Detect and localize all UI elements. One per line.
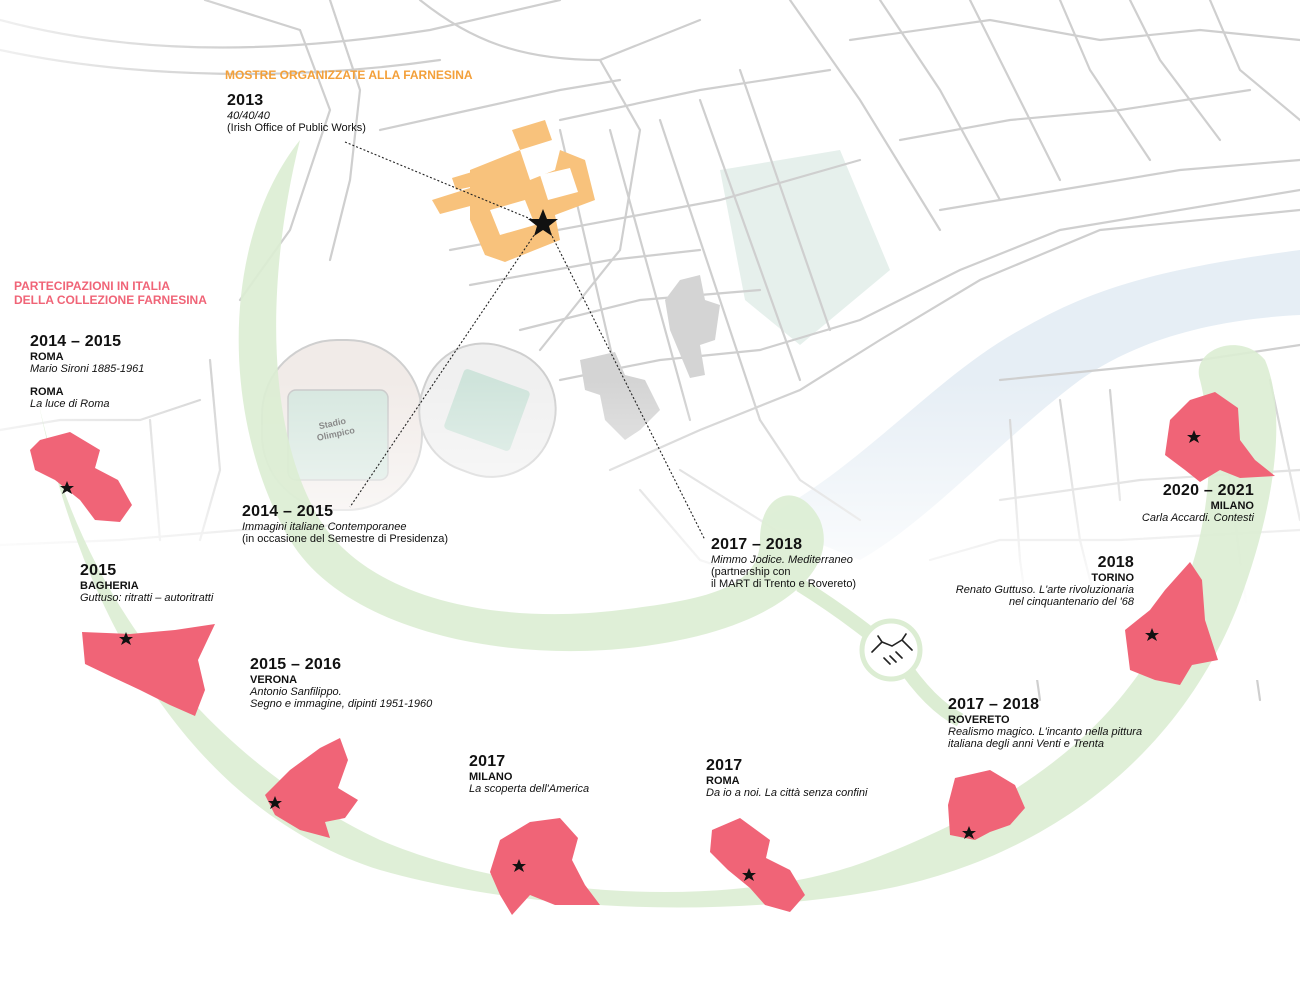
star-icon <box>119 632 133 645</box>
event-city: VERONA <box>250 674 298 686</box>
star-icon <box>962 826 976 839</box>
italy-event-2017-roma: 2017 ROMA Da io a noi. La città senza co… <box>706 757 867 799</box>
event-title: Mimmo Jodice. Mediterraneo <box>711 554 853 566</box>
region-sicilia <box>82 624 215 716</box>
event-year: 2020 – 2021 <box>1162 482 1254 499</box>
event-city: MILANO <box>1210 500 1254 512</box>
farnesina-event-2013: 2013 40/40/40 (Irish Office of Public Wo… <box>227 92 366 134</box>
header-farnesina: MOSTRE ORGANIZZATE ALLA FARNESINA <box>225 68 473 82</box>
event-title: Mario Sironi 1885-1961 <box>30 363 145 375</box>
italy-event-2017-rovereto: 2017 – 2018 ROVERETO Realismo magico. L'… <box>948 696 1142 750</box>
farnesina-ribbon <box>238 140 824 652</box>
event-year: 2014 – 2015 <box>30 333 122 350</box>
italy-event-2015-2016: 2015 – 2016 VERONA Antonio Sanfilippo. S… <box>250 656 432 710</box>
event-year: 2014 – 2015 <box>242 503 334 520</box>
star-icon <box>268 796 282 809</box>
italy-event-2017-milano: 2017 MILANO La scoperta dell'America <box>469 753 589 795</box>
region-piemonte <box>1125 562 1218 685</box>
event-year: 2017 – 2018 <box>948 696 1040 713</box>
event-city: MILANO <box>469 771 513 783</box>
event-title: Guttuso: ritratti – autoritratti <box>80 592 214 604</box>
event-title: Immagini italiane Contemporanee <box>242 521 407 533</box>
star-icon <box>60 481 74 494</box>
farnesina-event-2014: 2014 – 2015 Immagini italiane Contempora… <box>242 503 448 545</box>
event-city: ROVERETO <box>948 714 1010 726</box>
star-icon <box>742 868 756 881</box>
event-title: Antonio Sanfilippo. <box>250 686 342 698</box>
italy-event-2018: 2018 TORINO Renato Guttuso. L'arte rivol… <box>956 554 1134 608</box>
event-year: 2017 <box>469 753 506 770</box>
event-title: Carla Accardi. Contesti <box>1141 512 1254 524</box>
star-icon <box>512 859 526 872</box>
event-note: (Irish Office of Public Works) <box>227 122 366 134</box>
header-italia-line2: DELLA COLLEZIONE FARNESINA <box>14 293 207 307</box>
event-year: 2017 – 2018 <box>711 536 803 553</box>
event-year: 2018 <box>1097 554 1134 571</box>
event-city: ROMA <box>30 351 64 363</box>
farnesina-courtyard-2 <box>540 168 578 200</box>
event-city: ROMA <box>30 386 64 398</box>
leader-lines <box>344 141 706 541</box>
event-note: il MART di Trento e Rovereto) <box>711 578 857 590</box>
farnesina-courtyard <box>490 200 535 235</box>
event-year: 2017 <box>706 757 743 774</box>
handshake-icon <box>859 618 923 682</box>
star-icon <box>1187 430 1201 443</box>
italy-event-2014: 2014 – 2015 ROMA Mario Sironi 1885-1961 … <box>30 333 144 410</box>
event-city: BAGHERIA <box>80 580 139 592</box>
farnesina-star-icon <box>528 209 558 236</box>
event-year: 2013 <box>227 92 264 109</box>
star-icon <box>1145 628 1159 641</box>
event-city: TORINO <box>1091 572 1134 584</box>
header-italia-line1: PARTECIPAZIONI IN ITALIA <box>14 279 170 293</box>
event-title: Da io a noi. La città senza confini <box>706 787 868 799</box>
event-title: Renato Guttuso. L'arte rivoluzionaria <box>955 584 1134 596</box>
event-title: italiana degli anni Venti e Trenta <box>948 738 1104 750</box>
park-area <box>720 150 890 345</box>
event-note: (in occasione del Semestre di Presidenza… <box>242 533 449 545</box>
event-title: Segno e immagine, dipinti 1951-1960 <box>250 698 433 710</box>
region-lombardia-1 <box>490 818 600 915</box>
header-italia: PARTECIPAZIONI IN ITALIA DELLA COLLEZION… <box>14 279 207 307</box>
event-year: 2015 – 2016 <box>250 656 342 673</box>
farnesina-event-2017: 2017 – 2018 Mimmo Jodice. Mediterraneo (… <box>711 536 856 590</box>
event-title: 40/40/40 <box>227 110 270 122</box>
event-note: (partnership con <box>711 566 791 578</box>
region-lazio-1 <box>30 432 132 522</box>
italy-event-2020: 2020 – 2021 MILANO Carla Accardi. Contes… <box>1142 482 1254 524</box>
region-lombardia-2 <box>1165 392 1275 482</box>
event-title: La scoperta dell'America <box>469 783 590 795</box>
event-title: nel cinquantenario del '68 <box>1008 596 1134 608</box>
italy-event-2015: 2015 BAGHERIA Guttuso: ritratti – autori… <box>80 562 213 604</box>
event-title: La luce di Roma <box>30 398 110 410</box>
event-year: 2015 <box>80 562 117 579</box>
region-trentino <box>948 770 1025 840</box>
event-city: ROMA <box>706 775 740 787</box>
event-title: Realismo magico. L'incanto nella pittura <box>948 726 1143 738</box>
region-veneto <box>265 738 358 838</box>
region-lazio-2 <box>710 818 805 912</box>
